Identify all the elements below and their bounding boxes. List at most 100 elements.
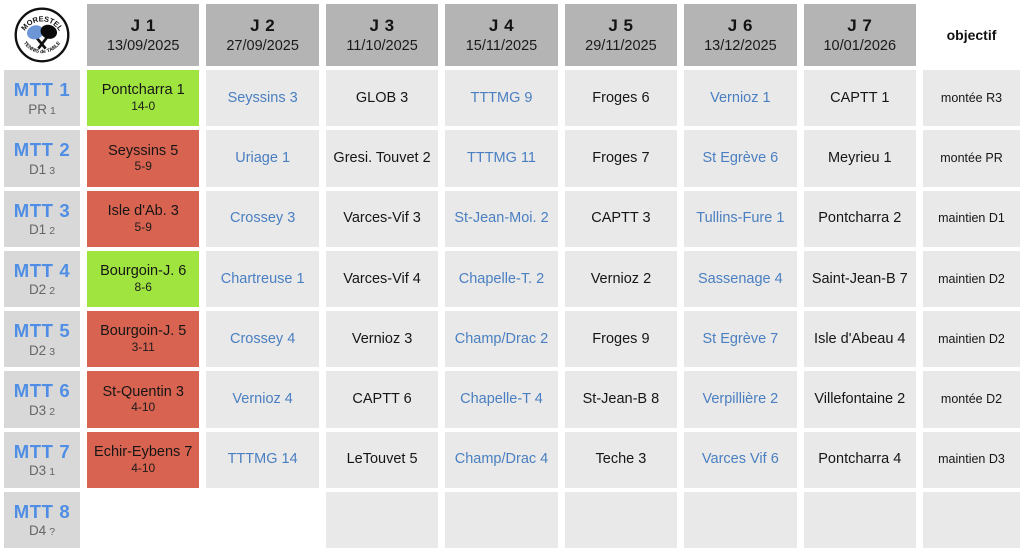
day-date: 27/09/2025 — [226, 37, 299, 54]
day-label: J 4 — [488, 15, 515, 35]
day-header-j7: J 7 10/01/2026 — [803, 4, 916, 66]
team-name: MTT 3 — [13, 199, 71, 221]
objective-cell: montée R3 — [923, 70, 1020, 127]
match-cell: Seyssins 3 — [206, 70, 319, 127]
paddles-icon — [26, 24, 58, 50]
match-cell: Teche 3 — [564, 431, 678, 488]
match-result-cell: Echir-Eybens 7 4-10 — [87, 431, 200, 488]
match-cell: Chapelle-T 4 — [445, 371, 558, 428]
match-result-cell: Bourgoin-J. 6 8-6 — [87, 250, 200, 307]
match-cell: Froges 9 — [564, 311, 678, 368]
match-score: 5-9 — [134, 219, 152, 234]
match-cell: Champ/Drac 4 — [445, 431, 558, 488]
day-date: 11/10/2025 — [346, 37, 418, 54]
opponent-name: Seyssins 5 — [108, 142, 179, 159]
match-cell: St Egrève 6 — [684, 130, 797, 187]
day-header-j3: J 3 11/10/2025 — [325, 4, 439, 66]
match-score: 5-9 — [134, 159, 152, 174]
match-cell: Champ/Drac 2 — [445, 311, 558, 368]
team-name: MTT 4 — [13, 259, 71, 281]
objective-cell: montée D2 — [923, 371, 1020, 428]
match-score: 3-11 — [131, 340, 155, 355]
match-cell: Crossey 4 — [206, 311, 319, 368]
match-cell: Crossey 3 — [206, 190, 319, 247]
empty-cell — [564, 491, 678, 548]
match-cell: Vernioz 1 — [684, 70, 797, 127]
day-label: J 3 — [369, 15, 395, 35]
club-logo: MORESTEL TENNIS de TABLE — [4, 4, 80, 66]
empty-cell — [684, 491, 797, 548]
team-name: MTT 8 — [13, 500, 71, 522]
match-result-cell: Seyssins 5 5-9 — [87, 130, 200, 187]
match-cell: Gresi. Touvet 2 — [325, 130, 439, 187]
day-label: J 6 — [727, 15, 753, 35]
club-logo-icon: MORESTEL TENNIS de TABLE — [14, 7, 70, 63]
opponent-name: Echir-Eybens 7 — [94, 443, 193, 460]
objective-cell: montée PR — [923, 130, 1020, 187]
match-cell: Vernioz 4 — [206, 371, 319, 428]
team-name: MTT 7 — [13, 440, 71, 462]
day-date: 13/12/2025 — [704, 37, 777, 54]
match-cell: St Egrève 7 — [684, 311, 797, 368]
empty-cell — [325, 491, 439, 548]
day-header-j4: J 4 15/11/2025 — [445, 4, 558, 66]
match-cell: Varces-Vif 3 — [325, 190, 439, 247]
objective-cell: maintien D2 — [923, 250, 1020, 307]
match-cell: Tullins-Fure 1 — [684, 190, 797, 247]
match-cell: Froges 6 — [564, 70, 678, 127]
team-name: MTT 6 — [13, 380, 71, 402]
match-cell: TTTMG 14 — [206, 431, 319, 488]
match-cell: St-Jean-B 8 — [564, 371, 678, 428]
day-header-j2: J 2 27/09/2025 — [206, 4, 319, 66]
day-label: J 1 — [130, 15, 156, 35]
match-cell: Villefontaine 2 — [803, 371, 916, 428]
match-cell: Uriage 1 — [206, 130, 319, 187]
match-score: 4-10 — [131, 460, 156, 475]
day-header-j1: J 1 13/09/2025 — [87, 4, 200, 66]
opponent-name: Pontcharra 1 — [101, 82, 185, 99]
empty-cell — [445, 491, 558, 548]
team-division: D4? — [28, 523, 56, 539]
match-result-cell: St-Quentin 3 4-10 — [87, 371, 200, 428]
day-header-j6: J 6 13/12/2025 — [684, 4, 797, 66]
day-date: 13/09/2025 — [106, 37, 180, 54]
empty-cell — [803, 491, 916, 548]
match-cell: Chapelle-T. 2 — [445, 250, 558, 307]
day-date: 15/11/2025 — [465, 37, 538, 54]
match-cell: Pontcharra 2 — [803, 190, 916, 247]
match-score: 14-0 — [131, 99, 156, 114]
opponent-name: Bourgoin-J. 6 — [100, 263, 187, 280]
day-label: J 2 — [250, 15, 276, 35]
match-cell: LeTouvet 5 — [325, 431, 439, 488]
objective-cell: maintien D2 — [923, 311, 1020, 368]
match-cell: Vernioz 2 — [564, 250, 678, 307]
objectif-header: objectif — [946, 27, 997, 43]
opponent-name: Isle d'Ab. 3 — [107, 202, 179, 219]
team-name: MTT 1 — [13, 79, 71, 101]
match-cell: Vernioz 3 — [325, 311, 439, 368]
day-label: J 5 — [608, 15, 634, 35]
match-cell: TTTMG 9 — [445, 70, 558, 127]
match-result-cell: Isle d'Ab. 3 5-9 — [87, 190, 200, 247]
match-cell: Varces-Vif 4 — [325, 250, 439, 307]
match-cell: Sassenage 4 — [684, 250, 797, 307]
match-score: 8-6 — [134, 279, 152, 294]
team-name: MTT 5 — [13, 320, 71, 342]
match-cell: Chartreuse 1 — [206, 250, 319, 307]
day-header-j5: J 5 29/11/2025 — [564, 4, 678, 66]
opponent-name: Bourgoin-J. 5 — [100, 323, 187, 340]
empty-cell — [87, 492, 199, 548]
